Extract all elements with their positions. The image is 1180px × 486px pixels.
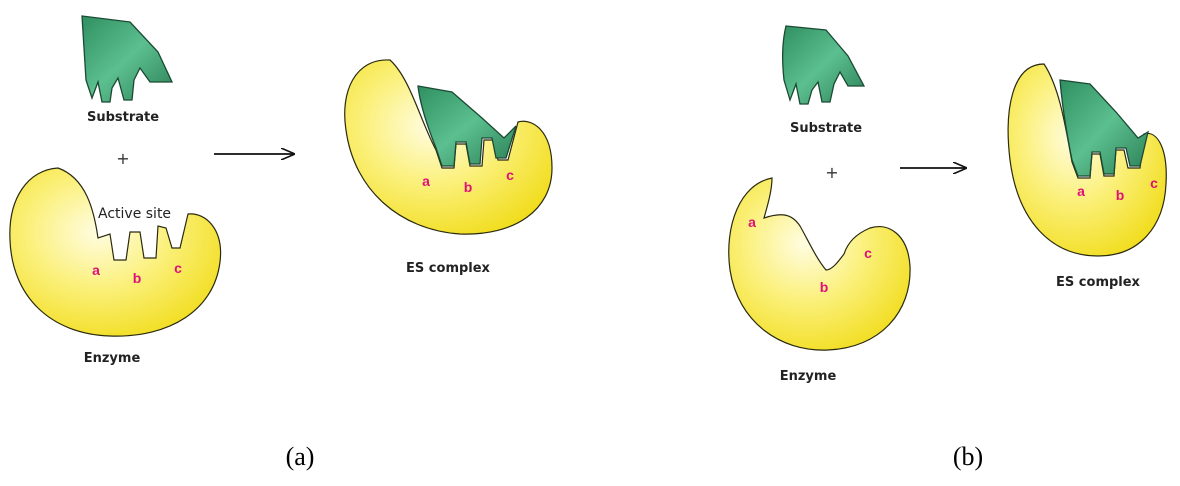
site-c-label-complex-a: c [506,167,514,183]
complex-substrate-shape-b [1060,80,1148,176]
site-c-label-a: c [174,260,182,276]
site-c-label-complex-b: c [1150,175,1158,191]
enzyme-label-a: Enzyme [84,351,141,366]
substrate-label-a: Substrate [87,110,159,125]
caption-a: (a) [286,442,315,471]
site-a-label-b: a [748,214,756,230]
site-c-label-b: c [864,245,872,261]
site-b-label-a: b [133,270,142,286]
substrate-shape-a [82,16,172,102]
enzyme-shape-b [729,178,910,350]
substrate-shape-b [783,26,864,104]
active-site-label: Active site [98,206,171,222]
panel-a: Substrate + Active site a b c Enzyme a b… [10,16,552,471]
site-a-label-a: a [92,262,100,278]
site-b-label-complex-b: b [1116,187,1125,203]
site-a-label-complex-b: a [1077,183,1085,199]
panel-b: Substrate + a b c Enzyme a b c ES comple… [729,26,1166,471]
site-a-label-complex-a: a [422,173,430,189]
site-b-label-complex-a: b [464,179,473,195]
enzyme-shape-a [10,168,221,336]
caption-b: (b) [953,442,983,471]
site-b-label-b: b [820,279,829,295]
es-complex-label-a: ES complex [406,261,491,276]
substrate-label-b: Substrate [790,121,862,136]
es-complex-label-b: ES complex [1056,275,1141,290]
plus-sign-a: + [116,149,129,168]
enzyme-label-b: Enzyme [780,369,837,384]
plus-sign-b: + [825,163,838,182]
